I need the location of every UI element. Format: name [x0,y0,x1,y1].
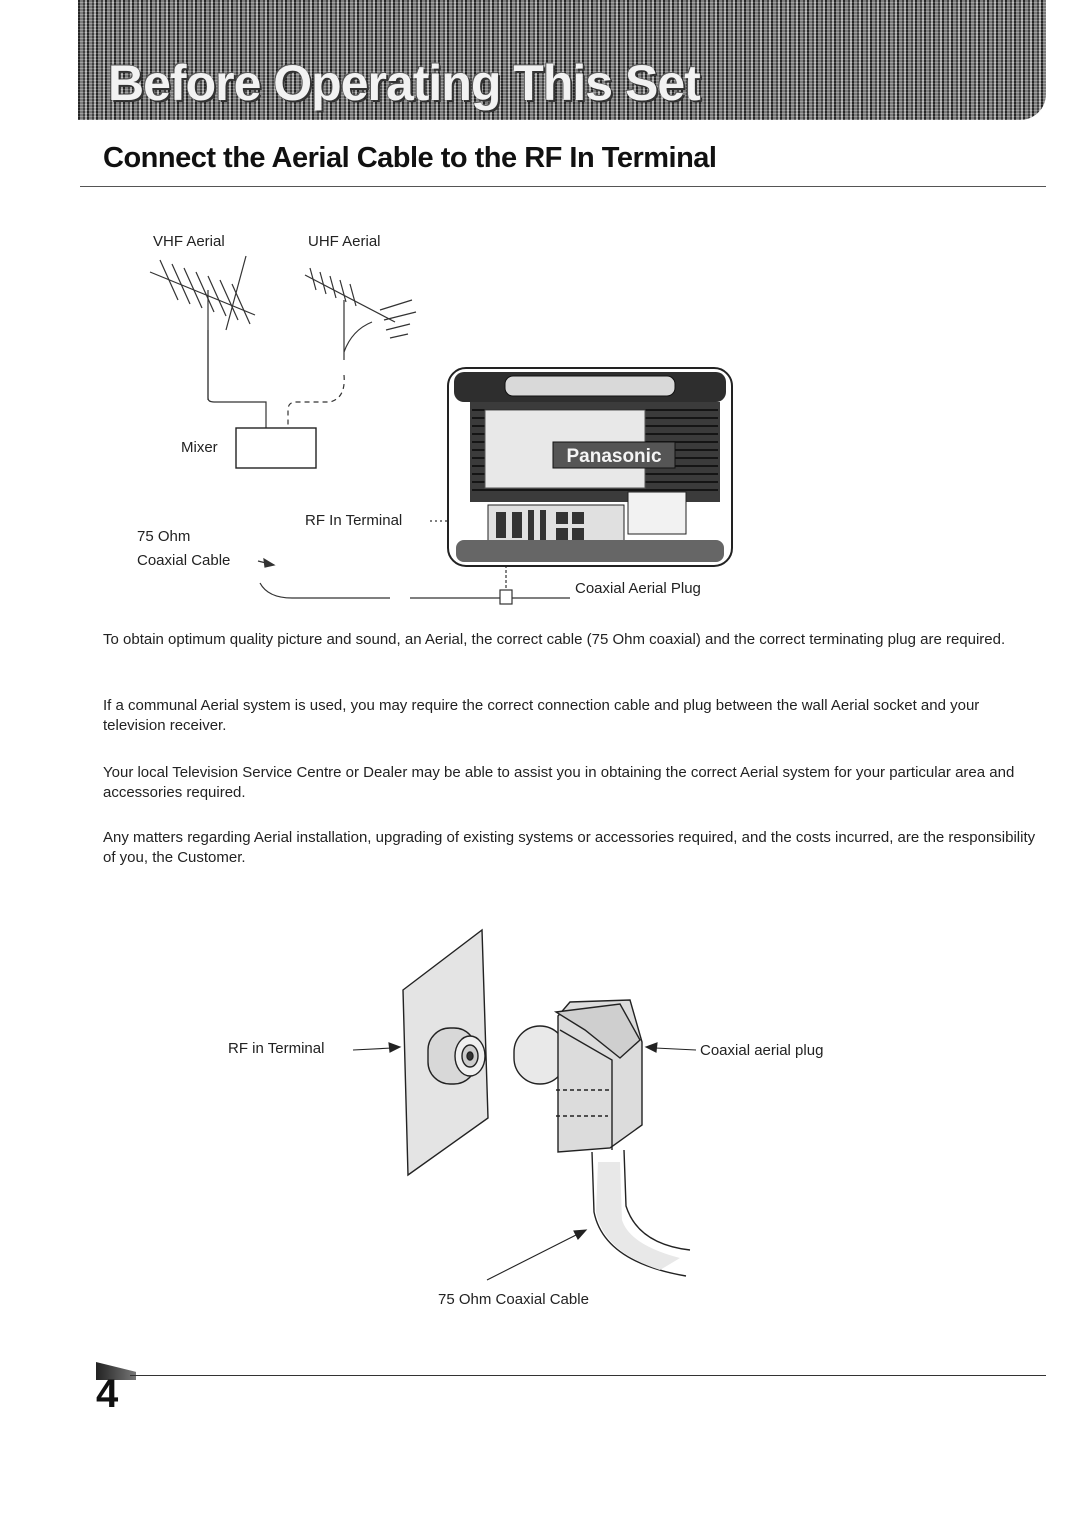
coaxial-plug [513,999,643,1153]
coaxial-cable-label-line2: Coaxial Cable [137,552,231,569]
banner-title: Before Operating This Set [108,55,701,111]
mixer-box [235,427,317,469]
coaxial-cable-label-line1: 75 Ohm [137,528,191,545]
coaxial-aerial-plug-label-bottom: Coaxial aerial plug [700,1042,824,1059]
vhf-aerial-illustration [149,255,256,400]
coaxial-aerial-plug-label: Coaxial Aerial Plug [575,580,701,597]
paragraph-service-centre: Your local Television Service Centre or … [103,764,1015,801]
rf-in-terminal-label: RF In Terminal [305,512,403,529]
paragraph-optimum-quality: To obtain optimum quality picture and so… [103,631,1006,648]
section-title: Connect the Aerial Cable to the RF In Te… [103,142,717,174]
vhf-aerial-label: VHF Aerial [153,233,225,250]
uhf-aerial-illustration [304,267,417,360]
banner-texture [78,0,1046,120]
paragraph-responsibility: Any matters regarding Aerial installatio… [103,829,1036,866]
tv-rear-illustration: Panasonic [447,367,733,567]
rf-in-terminal-label-bottom: RF in Terminal [228,1040,325,1057]
coaxial-cable-label-bottom: 75 Ohm Coaxial Cable [438,1291,589,1308]
page-number: 4 [96,1372,119,1416]
coaxial-plug-diagram [352,928,697,1281]
footer-divider [130,1375,1046,1376]
paragraph-communal-aerial: If a communal Aerial system is used, you… [103,697,980,734]
coaxial-plug-symbol [499,589,513,605]
uhf-aerial-label: UHF Aerial [308,233,381,250]
section-divider [80,186,1046,187]
header-banner: Before Operating This Set [78,0,1046,120]
mixer-label: Mixer [181,439,218,456]
rf-terminal-socket [427,1027,486,1085]
wall-plate [402,928,489,1177]
panasonic-logo: Panasonic [566,446,661,467]
